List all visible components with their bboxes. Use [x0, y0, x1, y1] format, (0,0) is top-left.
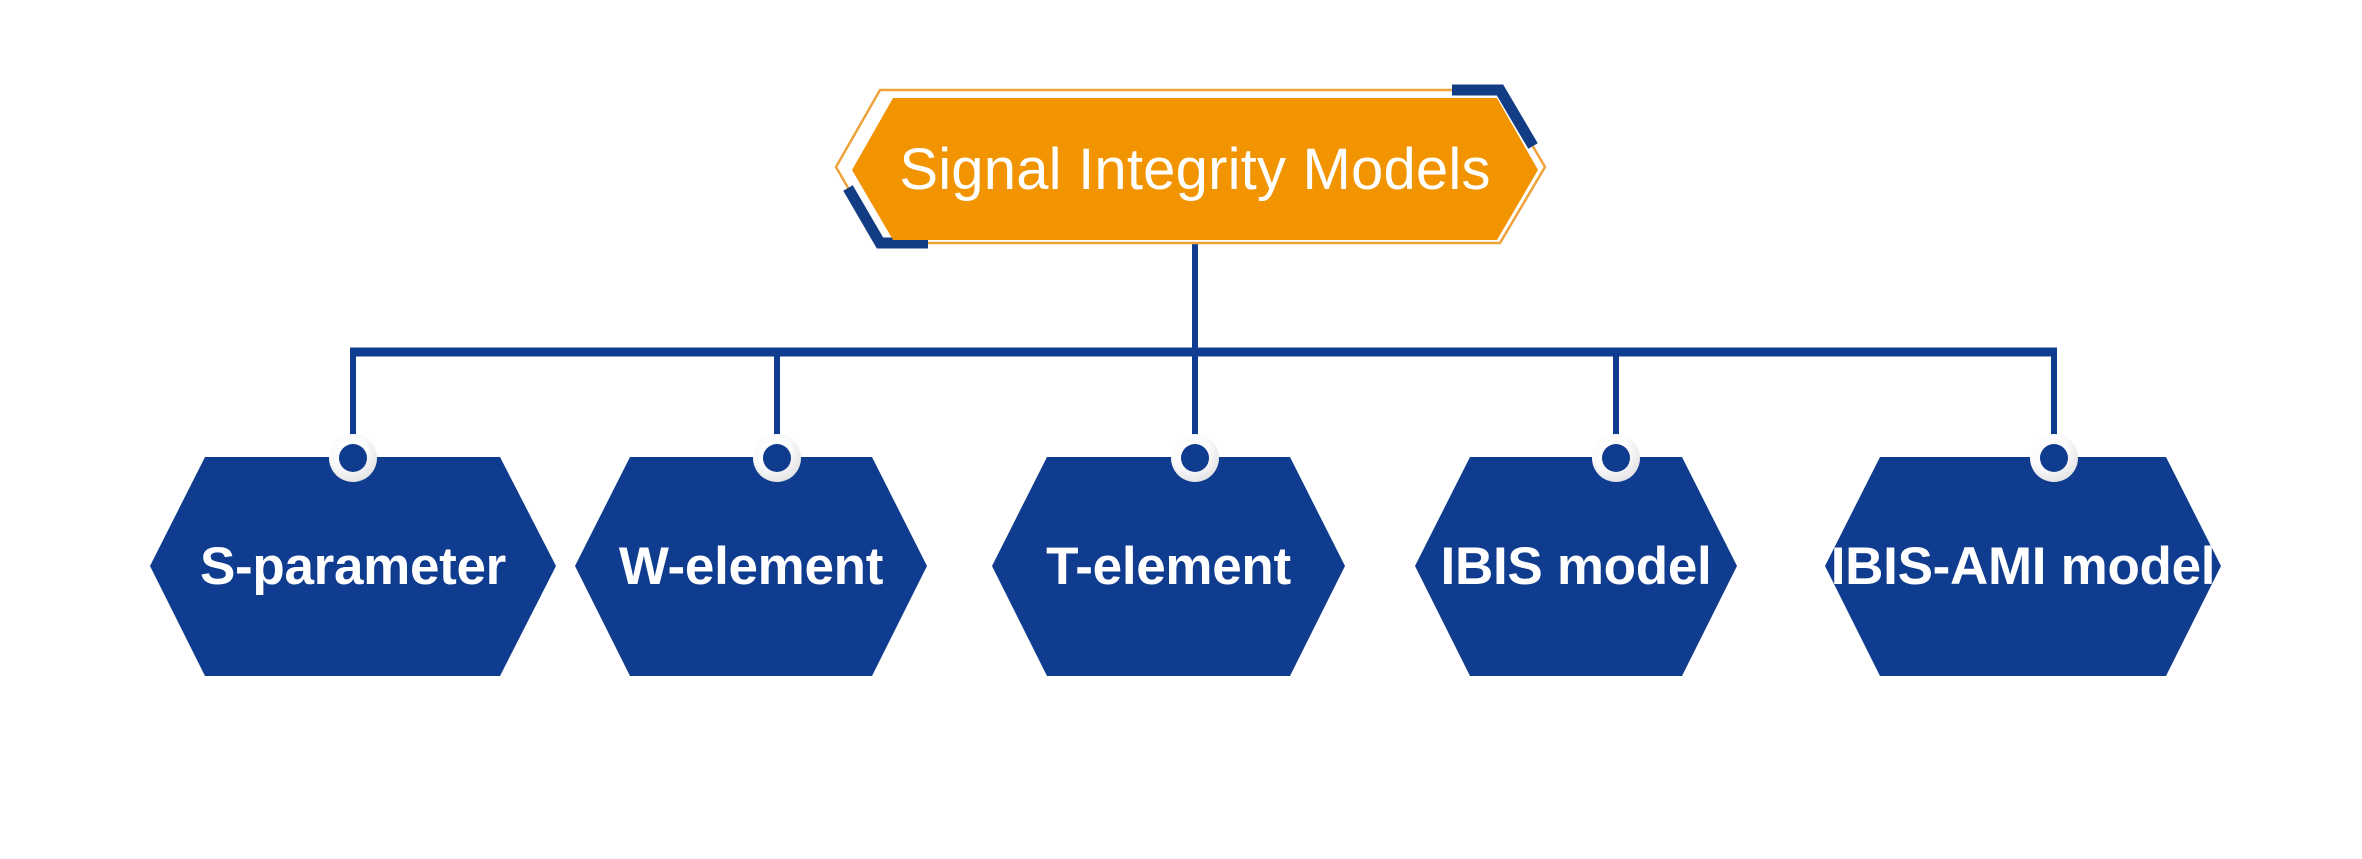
child-hexagon-5[interactable]: [1825, 457, 2221, 676]
connector-dot-core-2: [763, 444, 791, 472]
connector-dots: [329, 434, 2078, 482]
root-hexagon-fill: [852, 98, 1538, 240]
connector-dot-core-3: [1181, 444, 1209, 472]
root-accent-top-right: [1452, 84, 1538, 149]
connector-tree: [350, 243, 2057, 457]
root-node-signal-integrity-models[interactable]: [834, 84, 1547, 249]
child-hexagon-3[interactable]: [992, 457, 1345, 676]
connector-dot-core-1: [339, 444, 367, 472]
connector-dot-core-5: [2040, 444, 2068, 472]
child-hexagon-1[interactable]: [150, 457, 556, 676]
child-hexagon-2[interactable]: [575, 457, 927, 676]
child-nodes: [150, 457, 2221, 676]
child-hexagon-4[interactable]: [1415, 457, 1737, 676]
root-accent-bottom-left: [843, 185, 928, 249]
connector-dot-core-4: [1602, 444, 1630, 472]
